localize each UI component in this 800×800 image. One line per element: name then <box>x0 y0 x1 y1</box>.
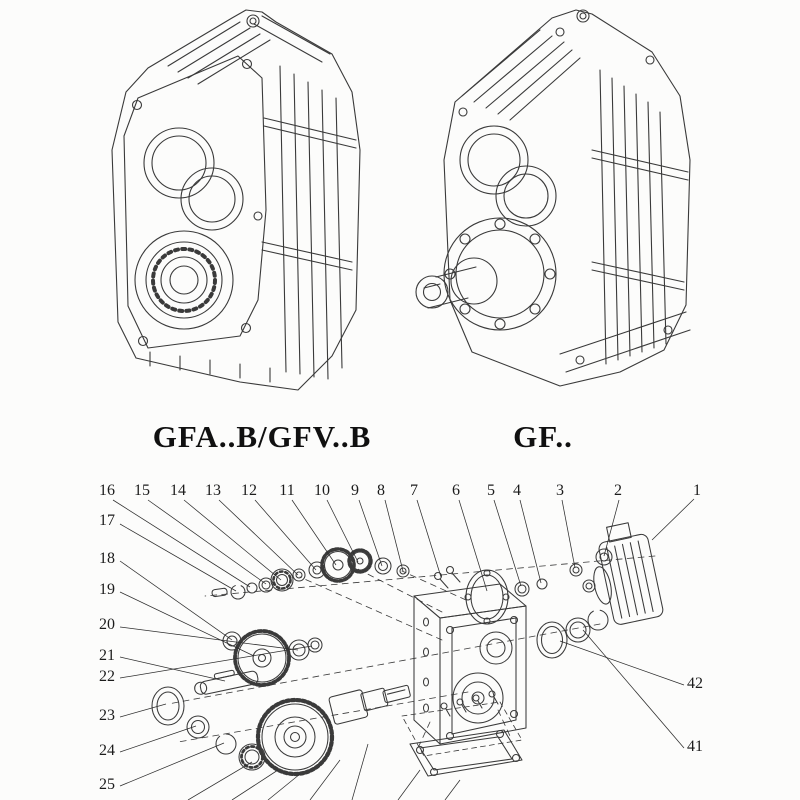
part-number-12: 12 <box>241 482 257 499</box>
gearbox-drawing-gf <box>415 9 691 387</box>
part-number-24: 24 <box>99 742 115 759</box>
part-number-23: 23 <box>99 707 115 724</box>
input-shaft-train-parts <box>211 547 410 600</box>
part-number-14: 14 <box>170 482 186 499</box>
part-number-41: 41 <box>687 738 703 755</box>
part-number-20: 20 <box>99 616 115 633</box>
part-number-2: 2 <box>614 482 622 499</box>
part-number-21: 21 <box>99 647 115 664</box>
part-number-7: 7 <box>410 482 418 499</box>
input-spacer-parts <box>514 548 613 597</box>
part-number-5: 5 <box>487 482 495 499</box>
exploded-diagram-art <box>151 522 664 777</box>
part-number-3: 3 <box>556 482 564 499</box>
motor-part <box>593 522 664 625</box>
gearbox-drawing-gfab-gfvb <box>111 9 361 391</box>
leader-lines <box>112 498 695 800</box>
output-shaft-parts <box>151 684 411 777</box>
part-number-9: 9 <box>351 482 359 499</box>
part-number-11: 11 <box>279 482 295 499</box>
part-number-25: 25 <box>99 776 115 793</box>
assembly-axis-lines <box>167 555 656 749</box>
part-number-42: 42 <box>687 675 703 692</box>
part-number-8: 8 <box>377 482 385 499</box>
gasket-part <box>464 569 510 625</box>
part-number-17: 17 <box>99 512 115 529</box>
part-number-10: 10 <box>314 482 330 499</box>
model-caption-right: GF.. <box>513 419 573 454</box>
part-number-15: 15 <box>134 482 150 499</box>
intermediate-shaft-parts <box>194 629 323 695</box>
part-number-19: 19 <box>99 581 115 598</box>
housing-part <box>413 583 527 745</box>
part-number-13: 13 <box>205 482 221 499</box>
cover-plate-part <box>401 690 523 777</box>
part-number-4: 4 <box>513 482 521 499</box>
part-number-18: 18 <box>99 550 115 567</box>
bolt-parts <box>433 565 461 589</box>
motor-shaft-end <box>582 579 596 593</box>
part-number-22: 22 <box>99 668 115 685</box>
retaining-ring-parts <box>536 609 609 659</box>
part-number-1: 1 <box>693 482 701 499</box>
model-caption-left: GFA..B/GFV..B <box>152 419 372 454</box>
part-number-16: 16 <box>99 482 115 499</box>
part-number-6: 6 <box>452 482 460 499</box>
